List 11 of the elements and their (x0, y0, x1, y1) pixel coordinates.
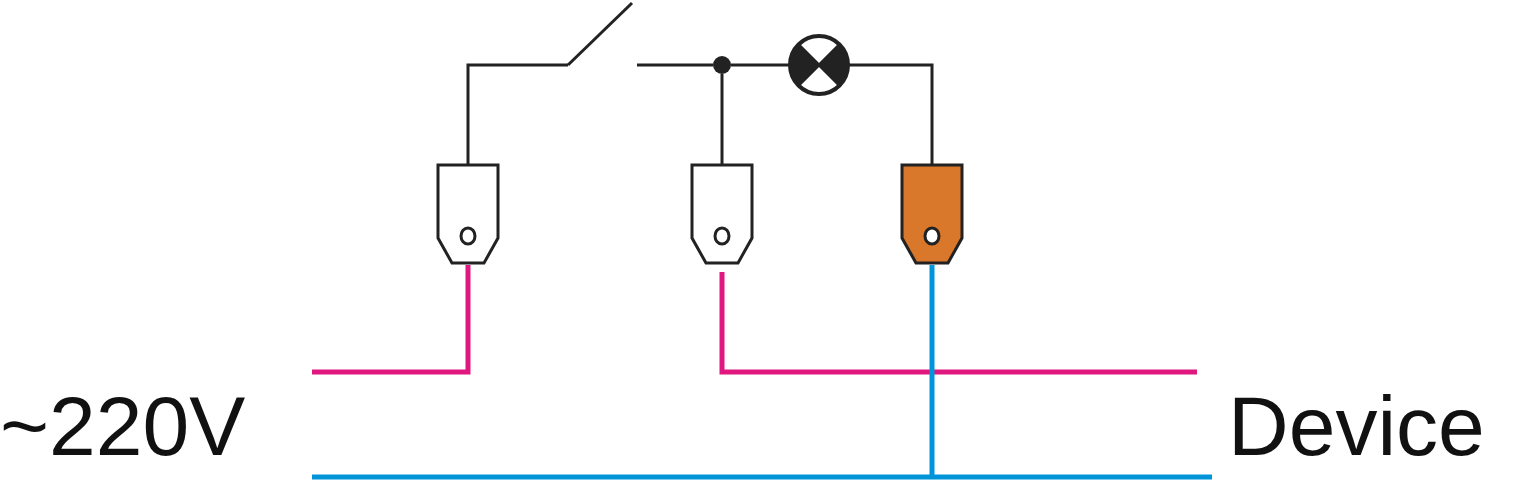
switch-symbol (566, 1, 634, 67)
device-label: Device (1228, 384, 1485, 468)
terminal-symbol (900, 163, 964, 265)
supply-voltage-label: ~220V (0, 384, 246, 468)
wire (848, 63, 934, 165)
wire (637, 63, 715, 67)
wire (466, 63, 568, 165)
terminal-symbol (436, 163, 500, 265)
junction-dot (713, 56, 731, 74)
lamp-symbol (788, 34, 850, 96)
terminal-symbol (690, 163, 754, 265)
